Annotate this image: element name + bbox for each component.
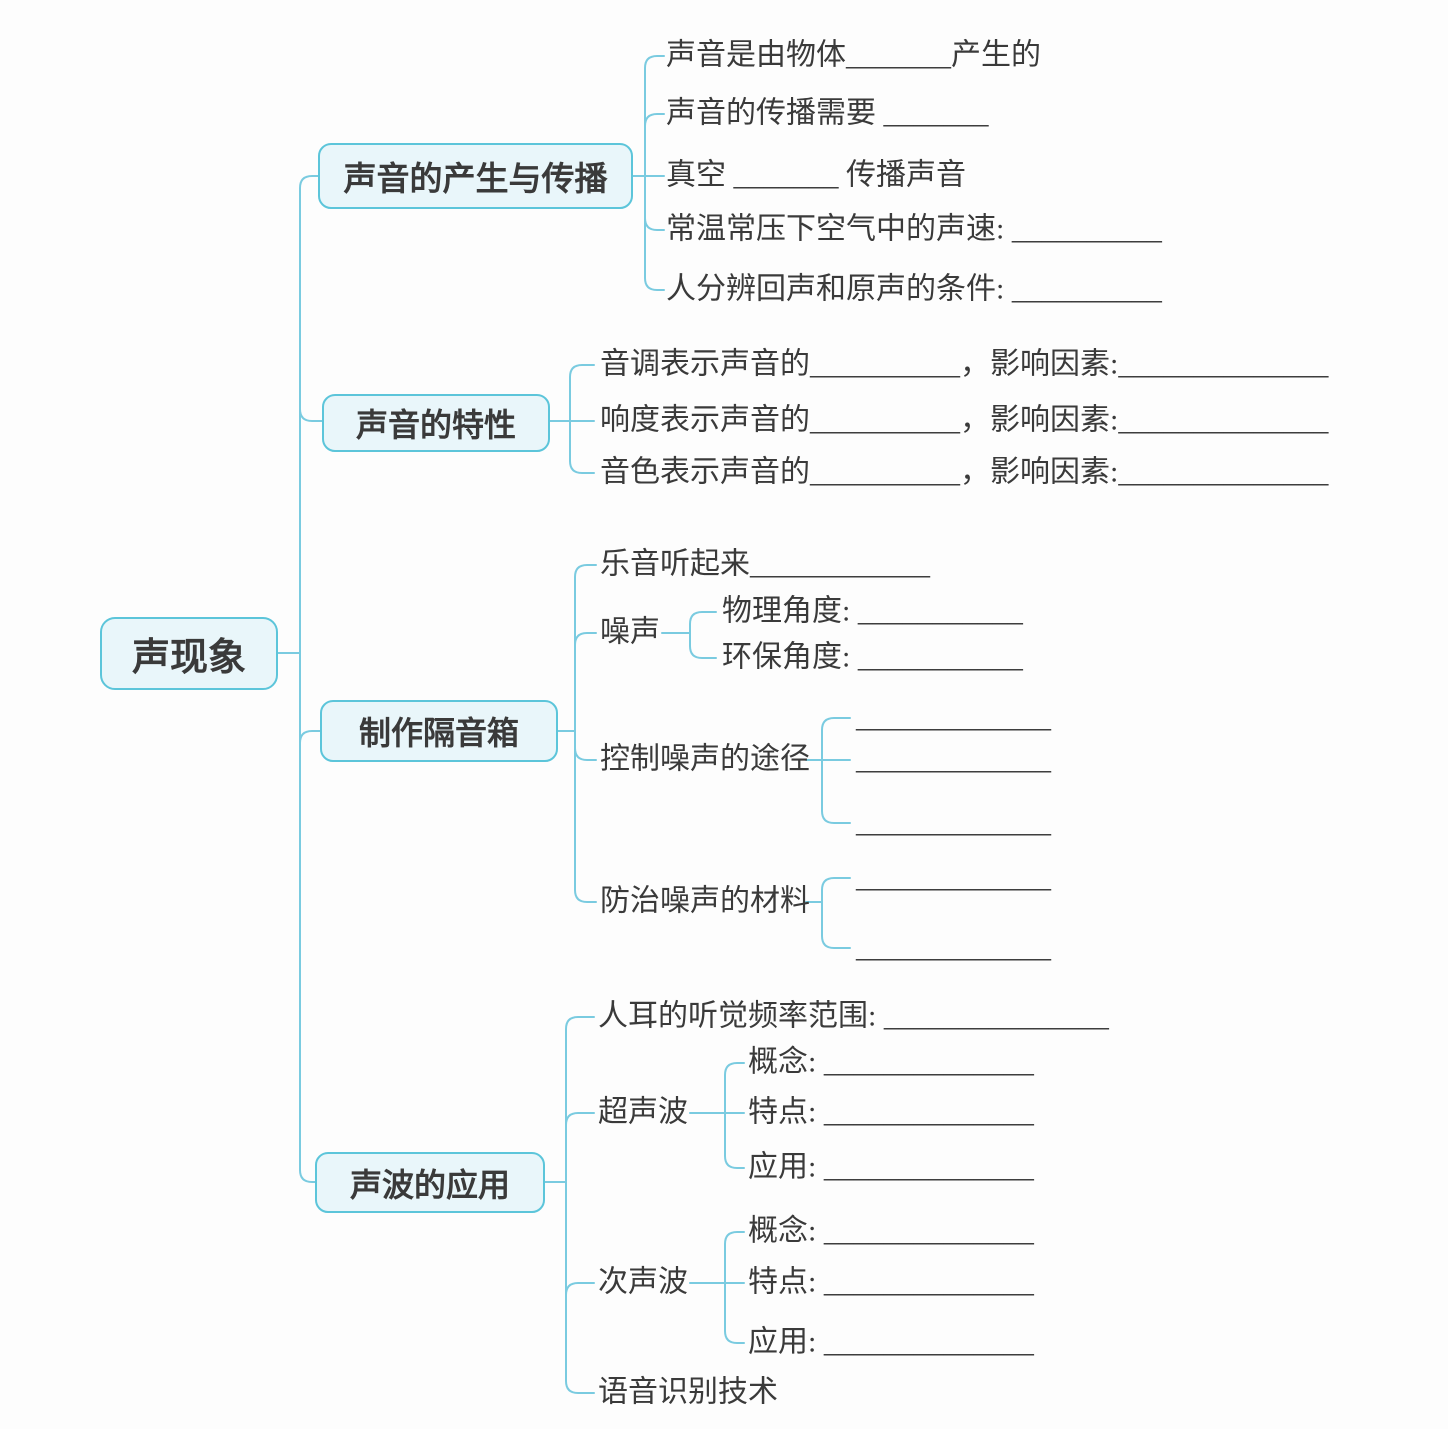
- leaf-timbre: 音色表示声音的__________，影响因素:______________: [600, 455, 1329, 489]
- leaf-speech-recognition: 语音识别技术: [598, 1375, 778, 1409]
- subnode-noise-prevention-materials: 防治噪声的材料: [600, 884, 810, 918]
- leaf-pitch: 音调表示声音的__________，影响因素:______________: [600, 347, 1329, 381]
- leaf-ultrasound-application: 应用: ______________: [748, 1150, 1034, 1184]
- leaf-infrasound-application: 应用: ______________: [748, 1325, 1034, 1359]
- branch-label: 声音的产生与传播: [343, 162, 608, 198]
- branch-node-production-propagation: 声音的产生与传播: [318, 143, 633, 209]
- root-node-sound-phenomena: 声现象: [100, 617, 278, 690]
- leaf-speed-of-sound-in-air: 常温常压下空气中的声速: __________: [666, 212, 1162, 246]
- blank-noise-control-3: _____________: [856, 805, 1051, 839]
- leaf-hearing-frequency-range: 人耳的听觉频率范围: _______________: [598, 999, 1109, 1033]
- leaf-ultrasound-concept: 概念: ______________: [748, 1045, 1034, 1079]
- subnode-noise-control-ways: 控制噪声的途径: [600, 742, 810, 776]
- branch-label: 声音的特性: [355, 407, 516, 443]
- blank-material-2: _____________: [856, 930, 1051, 964]
- leaf-noise-environment-angle: 环保角度: ___________: [722, 640, 1023, 674]
- leaf-infrasound-concept: 概念: ______________: [748, 1214, 1034, 1248]
- leaf-loudness: 响度表示声音的__________，影响因素:______________: [600, 403, 1329, 437]
- leaf-echo-distinguish-condition: 人分辨回声和原声的条件: __________: [666, 272, 1162, 306]
- blank-material-1: _____________: [856, 860, 1051, 894]
- leaf-ultrasound-features: 特点: ______________: [748, 1095, 1034, 1129]
- leaf-vacuum-propagation: 真空 _______ 传播声音: [666, 158, 966, 192]
- branch-label: 声波的应用: [349, 1166, 510, 1203]
- blank-noise-control-1: _____________: [856, 700, 1051, 734]
- blank-noise-control-2: _____________: [856, 742, 1051, 776]
- branch-node-sound-wave-applications: 声波的应用: [315, 1152, 545, 1213]
- subnode-infrasound: 次声波: [598, 1265, 688, 1299]
- subnode-ultrasound: 超声波: [598, 1095, 688, 1129]
- root-label: 声现象: [131, 637, 246, 679]
- leaf-noise-physics-angle: 物理角度: ___________: [722, 594, 1023, 628]
- branch-node-sound-characteristics: 声音的特性: [322, 394, 550, 452]
- leaf-infrasound-features: 特点: ______________: [748, 1265, 1034, 1299]
- leaf-sound-produced-by-vibration: 声音是由物体_______产生的: [666, 38, 1041, 72]
- leaf-musical-sound: 乐音听起来____________: [600, 547, 930, 581]
- branch-node-soundproof-box: 制作隔音箱: [320, 700, 558, 762]
- subnode-noise: 噪声: [600, 615, 660, 649]
- branch-label: 制作隔音箱: [358, 715, 519, 751]
- leaf-propagation-needs-medium: 声音的传播需要 _______: [666, 96, 989, 130]
